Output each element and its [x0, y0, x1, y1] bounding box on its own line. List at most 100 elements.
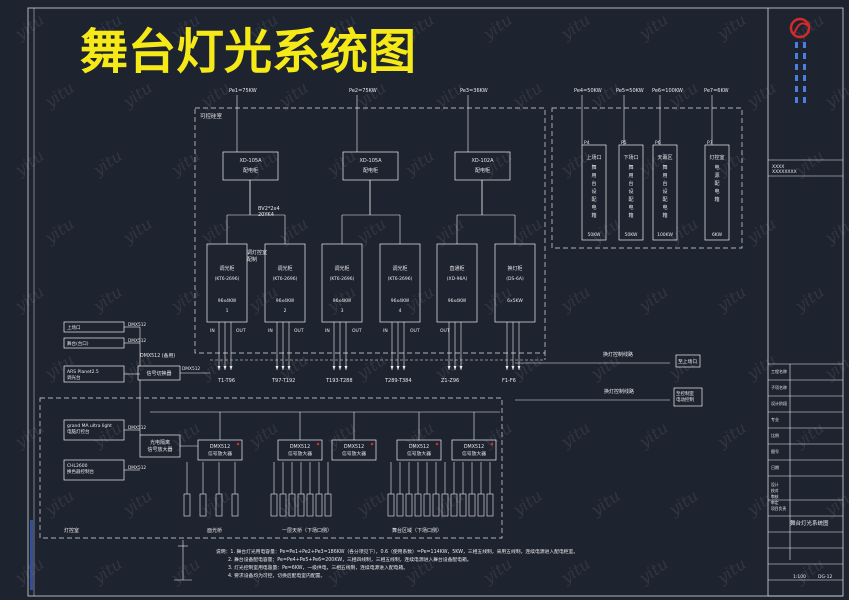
dmx-output-terminals: 面光桥一层天桥（下场口侧）舞台区域（下场口侧）灯控室 — [64, 462, 494, 581]
dmx-output-terminal — [387, 493, 395, 517]
cabinet-power: 96x4KW — [333, 298, 352, 304]
arrow-head — [223, 366, 227, 370]
title-sign-label: 校对 — [771, 488, 779, 493]
logo-text-mark — [795, 75, 798, 81]
cabinet-port-label: OUT — [294, 328, 304, 334]
cabinet-model: (KT6-2696) — [330, 276, 355, 282]
arrow-head — [505, 366, 509, 370]
power-feed-label: Pe4=50KW — [574, 88, 602, 94]
right-note-box-label: 至控制室电动控制 — [676, 390, 694, 403]
dmx-output-terminal — [297, 493, 305, 517]
title-block: XXXXXXXXXXXX工程名称子项名称设计阶段专业比例图号日期设计校对审核审定… — [30, 8, 843, 597]
stage-panel-text: 台 — [628, 180, 633, 187]
title-field-label: 专业 — [771, 416, 779, 422]
control-source-name-line: 调光台 — [67, 374, 81, 381]
logo-text-mark — [795, 42, 798, 48]
title-field-label: 日期 — [771, 464, 779, 470]
logo-text-mark — [795, 97, 798, 103]
cabinet-model: (DS-6A) — [506, 276, 524, 282]
cabinet-name: 调光柜 — [392, 265, 407, 272]
title-field-label: 比例 — [771, 432, 779, 438]
dmx-output-terminal — [306, 493, 314, 517]
general-note-line: 说明：1. 舞台灯光用电容量：Pe=Pe1+Pe2+Pe3=186KW（各分项见… — [216, 548, 578, 555]
logo-text-mark — [795, 64, 798, 70]
cabinet-model: (KT6-2696) — [273, 276, 298, 282]
dimmer-cabinets: 调光柜(KT6-2696)96x4KW1调光柜(KT6-2696)96x4KW2… — [206, 180, 536, 334]
control-source-signal: DMX512 — [128, 338, 146, 344]
arrow-head — [390, 366, 394, 370]
logo-text-mark — [795, 86, 798, 92]
company-name: XXXX — [772, 164, 784, 170]
stage-panel — [581, 144, 607, 241]
dmx-amplifier-label-line: DMX512 — [344, 444, 364, 450]
stage-distribution-panels: P4上场口舞用台设配电箱50KWP5下场口舞用台设配电箱50KWP6天幕区舞用台… — [581, 140, 730, 241]
cabinet-model: (KT6-2696) — [388, 276, 413, 282]
cabinet-power: 96x4KW — [448, 298, 467, 304]
cabinet-model: (KT6-2696) — [215, 276, 240, 282]
signal-switch-label: 信号切换器 — [146, 370, 171, 377]
title-field-label: 工程名称 — [771, 368, 787, 374]
cabinet-port-label: OUT — [352, 328, 362, 334]
distribution-panel-model: XD-105A — [359, 158, 382, 164]
dimmer-cabinet — [206, 243, 248, 323]
title-field-label: 图号 — [771, 448, 779, 454]
control-source-name-line: CHL2600 — [67, 463, 88, 469]
dmx-output-terminal — [215, 493, 223, 517]
stage-panel-text: 用 — [628, 173, 633, 179]
stage-panel-text: 箱 — [662, 212, 667, 219]
power-feed-label: Pe6=100KW — [652, 88, 683, 94]
control-source-name: 舞台(台口) — [67, 340, 89, 347]
arrow-head — [453, 366, 457, 370]
cabinet-model: (XD-96A) — [447, 276, 468, 282]
dmx-output-terminal — [486, 493, 494, 517]
stage-panel — [652, 144, 678, 241]
arrow-head — [344, 366, 348, 370]
stage-panel-power: 100KW — [657, 232, 673, 238]
cabinet-port-label: IN — [325, 328, 330, 334]
arrow-head — [396, 366, 400, 370]
amplifier-status-dot — [435, 442, 439, 446]
logo-text-mark — [803, 86, 806, 92]
stage-panel-text: 电 — [591, 204, 596, 211]
circuit-range-label: T289-T384 — [384, 378, 412, 384]
cabinet-port-label: OUT — [410, 328, 420, 334]
stage-panel — [618, 144, 644, 241]
dimmer-cabinet — [321, 243, 363, 323]
dmx-output-terminal — [231, 493, 239, 517]
stage-panel-text: 配 — [662, 197, 667, 203]
dmx-amplifier-label-line: 信号放大器 — [462, 450, 486, 457]
arrow-head — [275, 366, 279, 370]
logo-text-mark — [795, 53, 798, 59]
dmx-output-terminal — [477, 493, 485, 517]
cabinet-name: 调光柜 — [219, 265, 234, 272]
stage-panel-text: 电 — [714, 188, 719, 195]
dmx-output-terminal — [324, 493, 332, 517]
output-group-label: 面光桥 — [207, 527, 222, 534]
stage-panel-text: 箱 — [714, 196, 719, 203]
dmx-amplifier-label-line: 信号放大器 — [407, 450, 431, 457]
dmx-output-terminal — [183, 493, 191, 517]
dmx-output-terminal — [414, 493, 422, 517]
control-source-name-line: 上场口 — [67, 324, 81, 331]
distribution-panel — [342, 151, 399, 181]
signal-splitter-label: 光电隔离信号放大器 — [147, 439, 172, 453]
dmx-amplifier-label-line: DMX512 — [290, 444, 310, 450]
company-name: XXXXXXXX — [772, 169, 797, 175]
circuit-range-label: T1-T96 — [217, 378, 235, 384]
amplifier-status-dot — [236, 442, 240, 446]
dmx-amplifier-label-line: DMX512 — [464, 444, 484, 450]
arrow-head — [332, 366, 336, 370]
margin-stamp — [30, 520, 33, 590]
dimmer-cabinet — [494, 243, 536, 323]
stage-panel-text: 用 — [662, 173, 667, 179]
company-logo-icon — [789, 17, 811, 39]
